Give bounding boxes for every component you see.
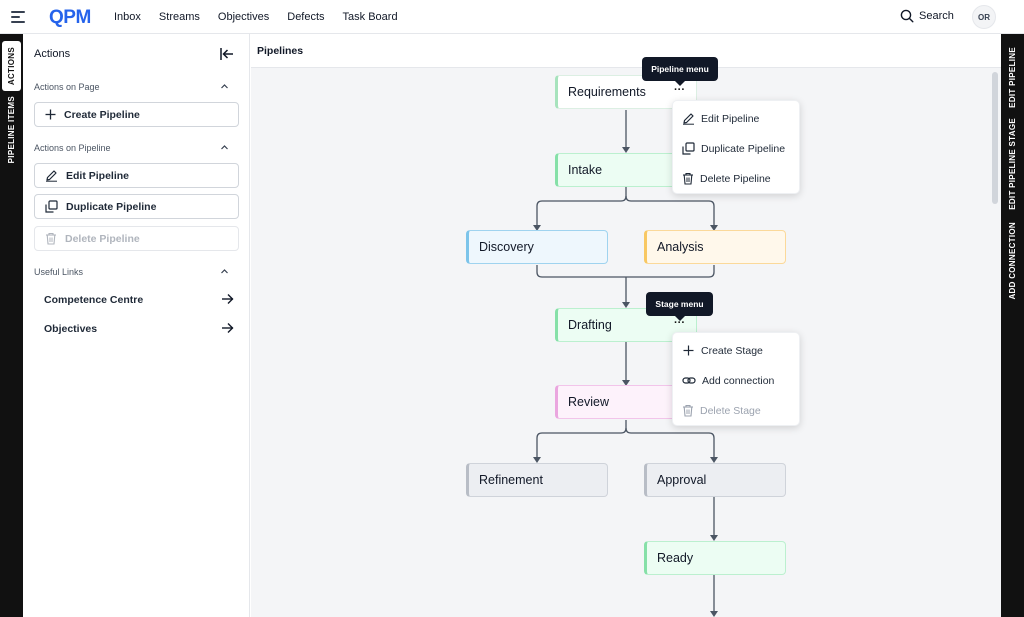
chevron-up-icon <box>221 269 228 274</box>
top-bar: QPM Inbox Streams Objectives Defects Tas… <box>0 0 1024 34</box>
trash-icon <box>46 232 56 245</box>
rail-tab-add-connection[interactable]: ADD CONNECTION <box>1003 220 1022 302</box>
search-icon <box>900 9 914 23</box>
chevron-up-icon <box>221 84 228 89</box>
app-logo[interactable]: QPM <box>49 7 91 28</box>
stage-label: Intake <box>568 163 603 177</box>
delete-pipeline-label: Delete Pipeline <box>65 232 140 245</box>
user-avatar[interactable]: OR <box>972 5 996 29</box>
rail-tab-edit-pipeline-stage[interactable]: EDIT PIPELINE STAGE <box>1003 118 1022 210</box>
stage-ready[interactable]: Ready <box>644 541 786 575</box>
stage-label: Approval <box>657 473 707 487</box>
stage-label: Discovery <box>479 240 534 254</box>
pipeline-menu-tooltip: Pipeline menu <box>642 57 718 86</box>
trash-icon <box>683 404 693 417</box>
hamburger-menu-icon[interactable] <box>11 11 25 23</box>
search-button[interactable]: Search <box>900 9 954 23</box>
pipeline-more-icon[interactable]: ··· <box>674 84 685 96</box>
pipeline-menu: Edit Pipeline Duplicate Pipeline Delete … <box>672 100 800 194</box>
nav-item-defects[interactable]: Defects <box>287 11 325 23</box>
search-label: Search <box>919 10 954 22</box>
rail-tab-pipeline-items-label: PIPELINE ITEMS <box>7 96 16 164</box>
right-rail: EDIT PIPELINE EDIT PIPELINE STAGE ADD CO… <box>1001 34 1024 617</box>
menu-item-label: Edit Pipeline <box>701 112 760 125</box>
rail-tab-edit-pipeline-label: EDIT PIPELINE <box>1008 46 1017 108</box>
rail-tab-add-connection-label: ADD CONNECTION <box>1008 222 1017 300</box>
create-pipeline-label: Create Pipeline <box>64 108 140 121</box>
duplicate-icon <box>45 200 58 213</box>
stage-label: Refinement <box>479 473 543 487</box>
stage-more-icon[interactable]: ··· <box>674 317 685 329</box>
stage-label: Drafting <box>568 318 612 332</box>
menu-item-duplicate-pipeline[interactable]: Duplicate Pipeline <box>682 142 785 155</box>
delete-pipeline-button[interactable]: Delete Pipeline <box>34 226 239 251</box>
plus-icon <box>683 345 694 356</box>
edit-pipeline-button[interactable]: Edit Pipeline <box>34 163 239 188</box>
panel-title: Actions <box>34 48 71 60</box>
stage-analysis[interactable]: Analysis <box>644 230 786 264</box>
canvas-scrollbar[interactable] <box>992 72 998 204</box>
nav-item-inbox[interactable]: Inbox <box>114 11 141 23</box>
edit-pipeline-label: Edit Pipeline <box>66 169 130 182</box>
nav-item-streams[interactable]: Streams <box>158 11 200 23</box>
arrow-right-icon <box>222 294 234 304</box>
chevron-up-icon <box>221 145 228 150</box>
menu-item-label: Duplicate Pipeline <box>701 142 786 155</box>
rail-tab-pipeline-items[interactable]: PIPELINE ITEMS <box>2 94 21 166</box>
menu-item-label: Add connection <box>702 374 775 387</box>
stage-menu: Create Stage Add connection Delete Stage <box>672 332 800 426</box>
menu-item-label: Delete Pipeline <box>700 172 771 185</box>
link-label: Competence Centre <box>44 294 144 306</box>
pencil-icon <box>46 170 57 182</box>
menu-item-label: Delete Stage <box>700 404 761 417</box>
duplicate-pipeline-button[interactable]: Duplicate Pipeline <box>34 194 239 219</box>
duplicate-pipeline-label: Duplicate Pipeline <box>66 200 157 213</box>
stage-approval[interactable]: Approval <box>644 463 786 497</box>
rail-tab-edit-pipeline[interactable]: EDIT PIPELINE <box>1003 44 1022 110</box>
collapse-panel-icon[interactable] <box>219 47 235 61</box>
canvas-header: Pipelines <box>251 34 1001 68</box>
menu-item-add-connection[interactable]: Add connection <box>682 374 774 387</box>
menu-item-label: Create Stage <box>701 344 763 357</box>
stage-label: Requirements <box>568 85 646 99</box>
section-title: Actions on Pipeline <box>34 143 111 153</box>
trash-icon <box>683 172 693 185</box>
actions-panel: Actions Actions on Page Create Pipeline … <box>23 34 250 617</box>
section-actions-on-pipeline[interactable]: Actions on Pipeline <box>34 143 239 153</box>
section-useful-links[interactable]: Useful Links <box>34 267 239 277</box>
duplicate-icon <box>682 142 695 155</box>
plus-icon <box>45 109 56 120</box>
canvas-title: Pipelines <box>257 45 304 57</box>
stage-connectors <box>533 110 718 617</box>
menu-item-delete-pipeline[interactable]: Delete Pipeline <box>682 172 771 185</box>
left-rail: ACTIONS PIPELINE ITEMS <box>0 34 23 617</box>
stage-menu-tooltip: Stage menu <box>646 292 713 321</box>
stage-discovery[interactable]: Discovery <box>466 230 608 264</box>
menu-item-create-stage[interactable]: Create Stage <box>682 344 763 357</box>
create-pipeline-button[interactable]: Create Pipeline <box>34 102 239 127</box>
nav-item-objectives[interactable]: Objectives <box>217 11 270 23</box>
section-title: Useful Links <box>34 267 84 277</box>
pipeline-canvas[interactable]: Pipelines Requirements <box>251 34 1001 617</box>
stage-label: Analysis <box>657 240 704 254</box>
link-icon <box>682 377 696 384</box>
link-label: Objectives <box>44 323 98 335</box>
stage-label: Review <box>568 395 609 409</box>
link-objectives[interactable]: Objectives <box>44 323 234 335</box>
pencil-icon <box>683 113 694 125</box>
section-title: Actions on Page <box>34 82 100 92</box>
rail-tab-actions-label: ACTIONS <box>7 46 16 86</box>
rail-tab-edit-pipeline-stage-label: EDIT PIPELINE STAGE <box>1008 118 1017 210</box>
nav-item-task-board[interactable]: Task Board <box>342 11 398 23</box>
stage-label: Ready <box>657 551 694 565</box>
rail-tab-actions[interactable]: ACTIONS <box>2 41 21 91</box>
arrow-right-icon <box>222 323 234 333</box>
section-actions-on-page[interactable]: Actions on Page <box>34 82 239 92</box>
link-competence-centre[interactable]: Competence Centre <box>44 294 234 306</box>
main-nav: Inbox Streams Objectives Defects Task Bo… <box>114 11 416 23</box>
menu-item-edit-pipeline[interactable]: Edit Pipeline <box>682 112 759 125</box>
stage-refinement[interactable]: Refinement <box>466 463 608 497</box>
menu-item-delete-stage[interactable]: Delete Stage <box>682 404 761 417</box>
